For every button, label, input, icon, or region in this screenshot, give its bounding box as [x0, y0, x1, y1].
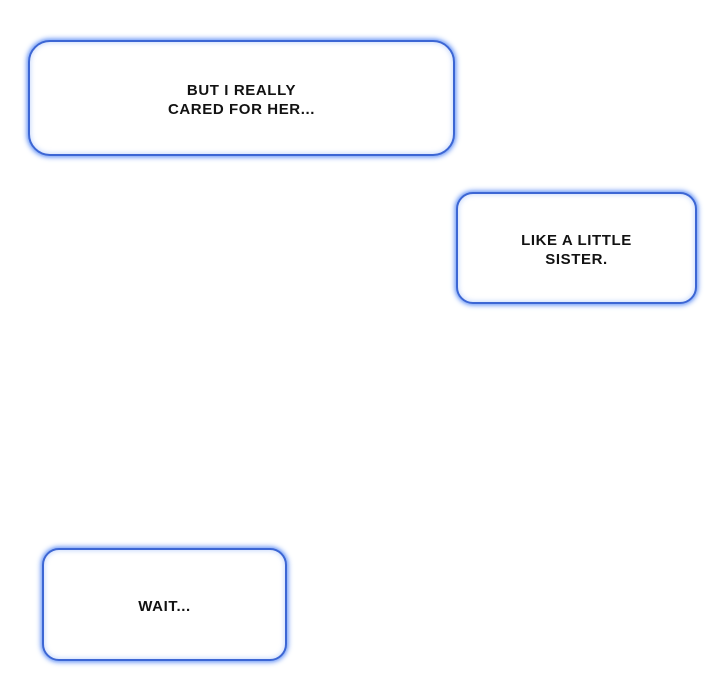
speech-bubble-top-left: BUT I REALLY CARED FOR HER... [28, 40, 455, 156]
speech-line: SISTER. [545, 251, 608, 268]
speech-line: CARED FOR HER... [167, 101, 316, 118]
speech-bubble-bottom-left-text: WAIT... [138, 597, 191, 616]
speech-bubble-middle-right-text: LIKE A LITTLE SISTER. [521, 231, 632, 269]
speech-bubble-top-left-text: BUT I REALLY CARED FOR HER... [168, 81, 315, 119]
speech-line: BUT I REALLY [186, 82, 297, 99]
speech-bubble-bottom-left: WAIT... [42, 548, 287, 661]
speech-line: LIKE A LITTLE [521, 232, 632, 249]
speech-bubble-middle-right: LIKE A LITTLE SISTER. [456, 192, 697, 304]
speech-line: WAIT... [138, 598, 191, 615]
